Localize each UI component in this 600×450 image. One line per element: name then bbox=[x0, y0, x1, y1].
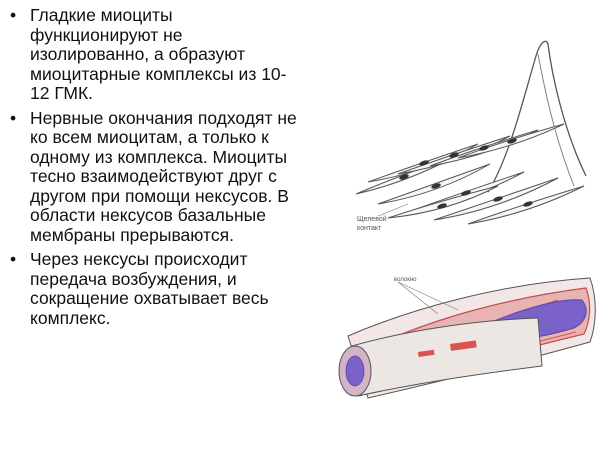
bullet-marker: • bbox=[10, 5, 17, 25]
muscle-cell bbox=[433, 177, 559, 221]
smooth-muscle-cluster-illustration bbox=[355, 40, 587, 225]
vessel-patch bbox=[418, 349, 435, 357]
bullet-marker: • bbox=[10, 107, 17, 128]
nerve-fiber-branch bbox=[537, 53, 575, 187]
gap-junction-label: Щелевой контакт bbox=[357, 215, 407, 233]
cell-nucleus bbox=[419, 160, 429, 166]
nerve-fiber bbox=[487, 40, 587, 193]
text-column: • Гладкие миоциты функционируют не изоли… bbox=[4, 5, 304, 333]
cell-nucleus bbox=[479, 145, 489, 151]
bullet-item: • Через нексусы происходит передача возб… bbox=[4, 249, 304, 328]
vessel-patch bbox=[450, 340, 477, 351]
bullet-item: • Гладкие миоциты функционируют не изоли… bbox=[4, 5, 304, 104]
cell-nucleus bbox=[461, 190, 471, 196]
bullet-list: • Гладкие миоциты функционируют не изоли… bbox=[4, 5, 304, 328]
cell-nucleus bbox=[507, 138, 517, 144]
vessel-body bbox=[351, 317, 543, 397]
cell-nucleus bbox=[449, 152, 459, 158]
vessel-section-illustration: волокно bbox=[338, 277, 596, 399]
callout-line bbox=[397, 281, 439, 315]
bullet-text: Гладкие миоциты функционируют не изолиро… bbox=[30, 5, 287, 103]
cell-nucleus bbox=[431, 183, 441, 189]
bullet-item: • Нервные окончания подходят не ко всем … bbox=[4, 107, 304, 246]
muscle-cell bbox=[377, 163, 491, 205]
label-line: контакт bbox=[357, 225, 382, 232]
vessel-end-inner bbox=[345, 355, 365, 387]
bullet-text: Нервные окончания подходят не ко всем ми… bbox=[30, 107, 297, 245]
bullet-text: Через нексусы происходит передача возбуж… bbox=[30, 249, 269, 328]
callout-line bbox=[397, 281, 459, 311]
muscle-cell bbox=[387, 185, 499, 219]
bullet-marker: • bbox=[10, 249, 17, 269]
cell-nucleus bbox=[437, 203, 447, 209]
cell-nucleus bbox=[523, 201, 533, 207]
cell-nucleus bbox=[493, 196, 503, 202]
cell-nucleus bbox=[399, 174, 409, 180]
label-line: Щелевой bbox=[357, 216, 387, 223]
callout-text: волокно bbox=[394, 277, 417, 283]
label-pointer bbox=[377, 203, 409, 217]
